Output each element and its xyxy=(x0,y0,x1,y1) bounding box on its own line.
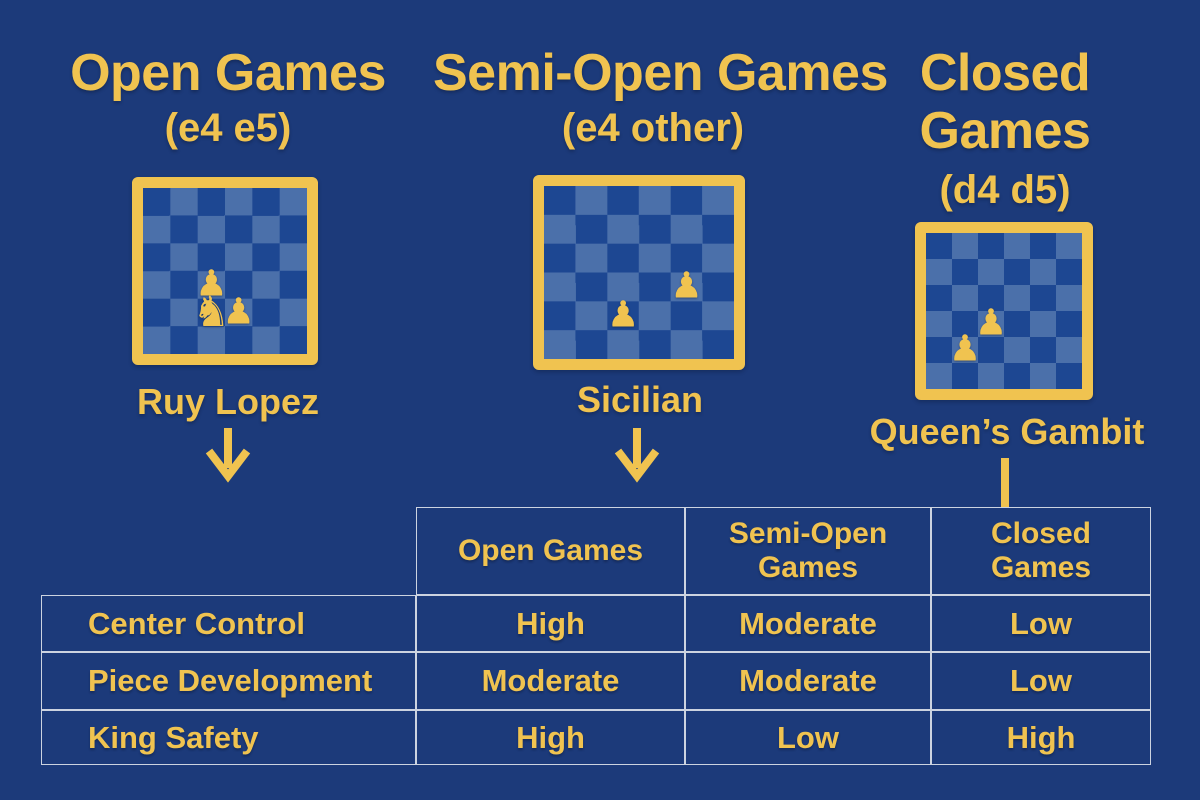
pawn-piece: ♟ xyxy=(948,328,982,370)
header-line: Games xyxy=(757,551,859,584)
pawn-piece: ♟ xyxy=(670,265,703,307)
table-header-closed-games: Closed Games xyxy=(931,507,1151,595)
row-label-piece-development: Piece Development xyxy=(41,652,416,710)
knight-piece: ♞ xyxy=(192,286,231,336)
chessboard-squares: ♟♞♟ xyxy=(143,188,307,354)
chessboard-squares: ♟♟ xyxy=(544,186,734,359)
cell-center-control-semi-open: Moderate xyxy=(685,595,931,652)
cell-center-control-closed: Low xyxy=(931,595,1151,652)
header-line: Closed xyxy=(990,517,1092,550)
cell-center-control-open: High xyxy=(416,595,685,652)
cell-piece-development-closed: Low xyxy=(931,652,1151,710)
row-label-king-safety: King Safety xyxy=(41,710,416,765)
chessboard-squares: ♟♟ xyxy=(926,233,1082,389)
open-games-subtitle: (e4 e5) xyxy=(164,106,292,150)
table-corner-blank xyxy=(41,507,416,595)
closed-games-title-line1: Closed xyxy=(919,44,1091,102)
semi-open-games-title: Semi-Open Games xyxy=(433,44,888,102)
connector-line xyxy=(1001,458,1009,508)
cell-piece-development-semi-open: Moderate xyxy=(685,652,931,710)
down-arrow-icon xyxy=(205,428,251,483)
table-header-open-games: Open Games xyxy=(416,507,685,595)
opening-label-queens-gambit: Queen’s Gambit xyxy=(869,411,1145,452)
semi-open-games-header: Semi-Open Games (e4 other) xyxy=(433,44,888,150)
header-line: Games xyxy=(990,551,1092,584)
ruy-lopez-board: ♟♞♟ xyxy=(132,177,318,365)
pawn-piece: ♟ xyxy=(607,294,640,336)
sicilian-board: ♟♟ xyxy=(533,175,745,370)
row-label-center-control: Center Control xyxy=(41,595,416,652)
table-header-semi-open-games: Semi-Open Games xyxy=(685,507,931,595)
pawn-piece: ♟ xyxy=(222,290,255,332)
pawn-piece: ♟ xyxy=(974,302,1008,344)
closed-games-subtitle: (d4 d5) xyxy=(939,168,1071,212)
queens-gambit-board: ♟♟ xyxy=(915,222,1093,400)
open-games-title: Open Games xyxy=(70,44,386,102)
cell-king-safety-open: High xyxy=(416,710,685,765)
closed-games-header: Closed Games (d4 d5) xyxy=(850,44,1160,212)
header-line: Semi-Open xyxy=(728,517,888,550)
opening-label-sicilian: Sicilian xyxy=(576,379,704,420)
comparison-table: Open Games Semi-Open Games Closed Games … xyxy=(41,507,1151,765)
down-arrow-icon xyxy=(614,428,660,483)
cell-king-safety-semi-open: Low xyxy=(685,710,931,765)
pawn-piece: ♟ xyxy=(195,263,228,305)
closed-games-title-line2: Games xyxy=(919,102,1091,160)
semi-open-games-subtitle: (e4 other) xyxy=(561,106,745,150)
cell-king-safety-closed: High xyxy=(931,710,1151,765)
opening-label-ruy-lopez: Ruy Lopez xyxy=(136,381,319,422)
open-games-header: Open Games (e4 e5) xyxy=(28,44,428,150)
header-line: Open Games xyxy=(457,534,644,567)
cell-piece-development-open: Moderate xyxy=(416,652,685,710)
